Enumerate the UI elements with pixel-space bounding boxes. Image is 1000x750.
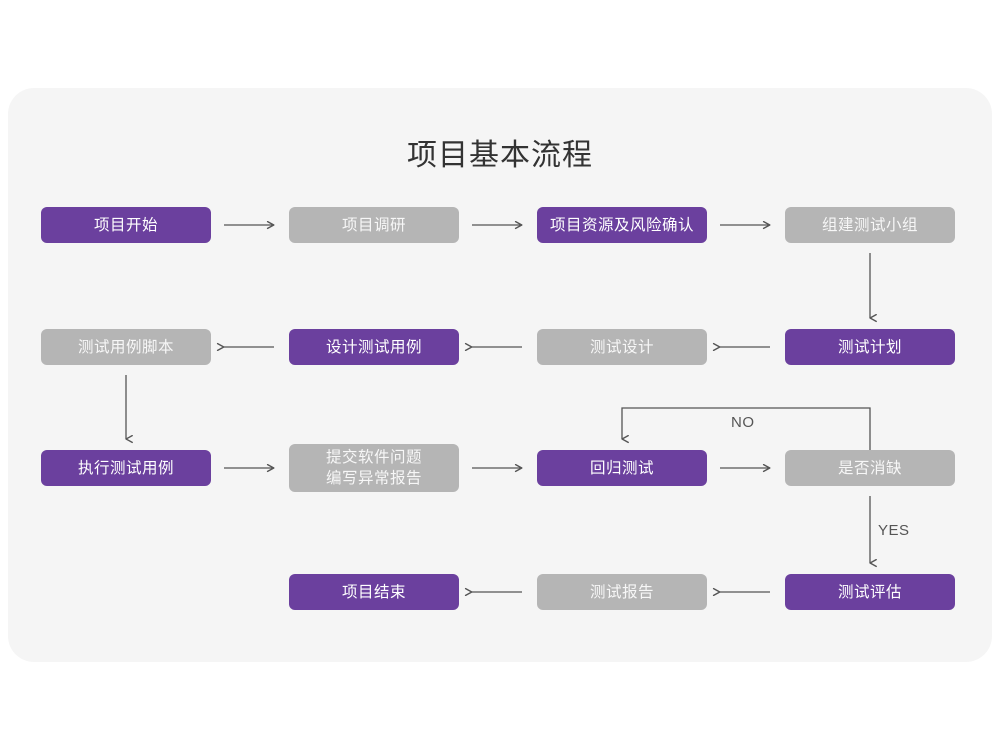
node-test-case-script[interactable]: 测试用例脚本 <box>41 329 211 365</box>
page-title: 项目基本流程 <box>407 139 593 172</box>
node-project-research[interactable]: 项目调研 <box>289 207 459 243</box>
node-submit-issue-report[interactable]: 提交软件问题 编写异常报告 <box>289 444 459 492</box>
node-project-end[interactable]: 项目结束 <box>289 574 459 610</box>
node-project-start[interactable]: 项目开始 <box>41 207 211 243</box>
node-build-test-team[interactable]: 组建测试小组 <box>785 207 955 243</box>
flowchart-card <box>8 88 992 662</box>
edge-label-yes: YES <box>878 522 910 539</box>
edge-label-no: NO <box>731 414 755 431</box>
node-defect-cleared-decision[interactable]: 是否消缺 <box>785 450 955 486</box>
node-test-report[interactable]: 测试报告 <box>537 574 707 610</box>
node-execute-test-case[interactable]: 执行测试用例 <box>41 450 211 486</box>
node-regression-test[interactable]: 回归测试 <box>537 450 707 486</box>
node-test-evaluation[interactable]: 测试评估 <box>785 574 955 610</box>
node-test-design[interactable]: 测试设计 <box>537 329 707 365</box>
node-test-plan[interactable]: 测试计划 <box>785 329 955 365</box>
node-design-test-case[interactable]: 设计测试用例 <box>289 329 459 365</box>
node-resource-risk-confirm[interactable]: 项目资源及风险确认 <box>537 207 707 243</box>
